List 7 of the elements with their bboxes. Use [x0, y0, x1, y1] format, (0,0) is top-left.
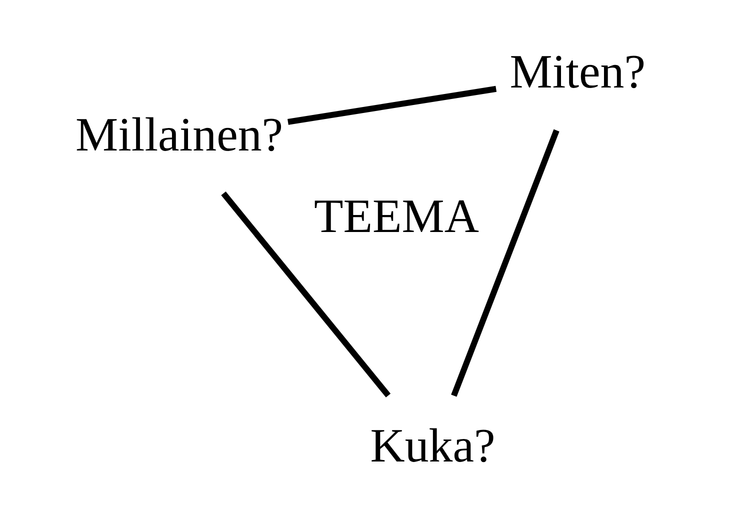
node-text: Kuka?	[370, 418, 495, 472]
connector	[220, 190, 390, 397]
connector	[287, 85, 496, 124]
node-text: Miten?	[509, 44, 645, 98]
connector	[450, 128, 559, 396]
label: TEEMA	[313, 190, 478, 243]
node-text: Millainen?	[75, 108, 283, 162]
